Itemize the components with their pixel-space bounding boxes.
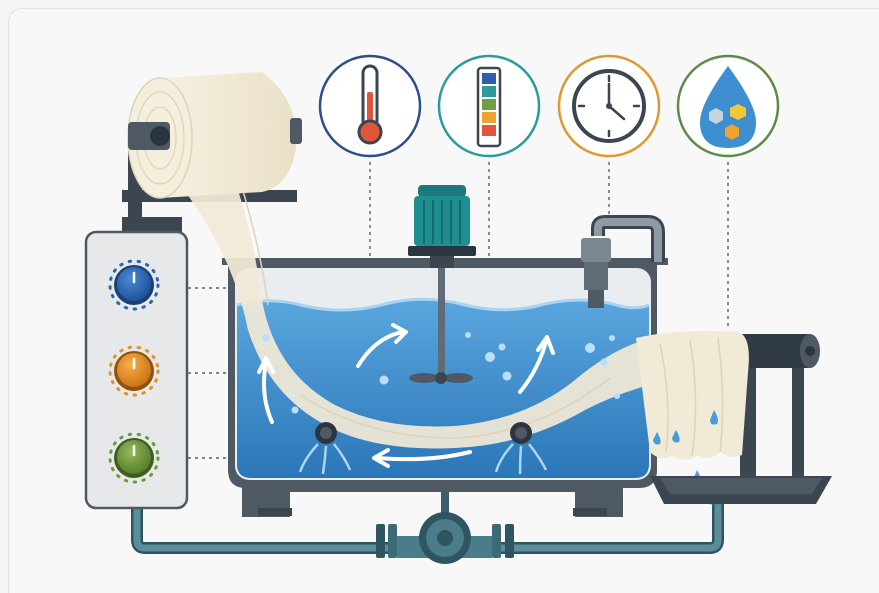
fabric-roll-icon <box>128 72 302 198</box>
pump-icon <box>376 512 514 564</box>
motor-icon <box>408 185 476 268</box>
thermometer-icon <box>320 56 420 156</box>
chemical-drop-icon <box>678 56 778 156</box>
clock-icon <box>559 56 659 156</box>
drip-tray-icon <box>650 476 832 504</box>
fabric-exit <box>636 331 749 460</box>
ph-strip-icon <box>439 56 539 156</box>
